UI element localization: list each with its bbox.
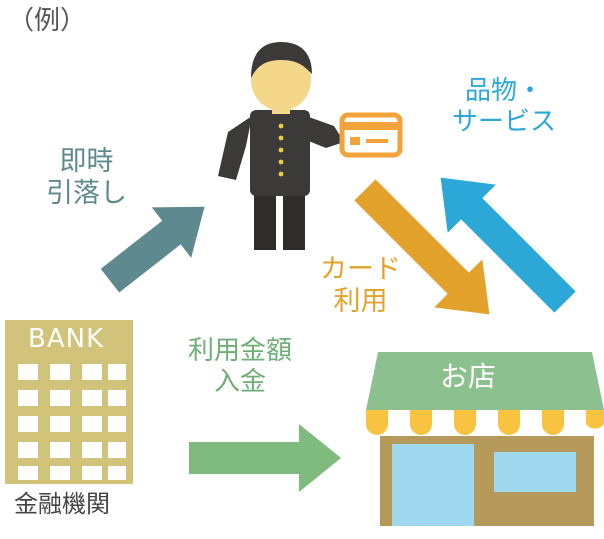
- person-icon: [218, 42, 344, 250]
- goods-label-line1: 品物・: [465, 76, 544, 106]
- debit-label-line2: 引落し: [46, 178, 127, 210]
- goods-label-line2: サービス: [452, 107, 557, 138]
- shop-sign-text: お店: [440, 360, 497, 393]
- deposit-arrow: [189, 424, 341, 492]
- example-label: （例）: [8, 6, 87, 36]
- bank-name-label: 金融機関: [14, 490, 110, 518]
- shop-icon: [366, 352, 604, 526]
- goods-services-label: 品物・ サービス: [452, 76, 556, 138]
- credit-card-icon: [339, 112, 403, 158]
- debit-label-line1: 即時: [59, 146, 114, 177]
- bank-sign-text: BANK: [28, 324, 105, 354]
- card-use-label: カード 利用: [320, 254, 401, 319]
- debit-label: 即時 引落し: [46, 146, 127, 211]
- debit-arrow: [100, 206, 205, 293]
- deposit-label-line2: 入金: [214, 367, 267, 398]
- bank-building-icon: [5, 320, 133, 484]
- deposit-label: 利用金額 入金: [188, 336, 292, 398]
- card-use-arrow: [354, 179, 490, 315]
- deposit-label-line1: 利用金額: [188, 336, 293, 366]
- goods-arrow: [440, 177, 576, 313]
- card-label-line2: 利用: [333, 286, 388, 318]
- card-label-line1: カード: [320, 254, 401, 285]
